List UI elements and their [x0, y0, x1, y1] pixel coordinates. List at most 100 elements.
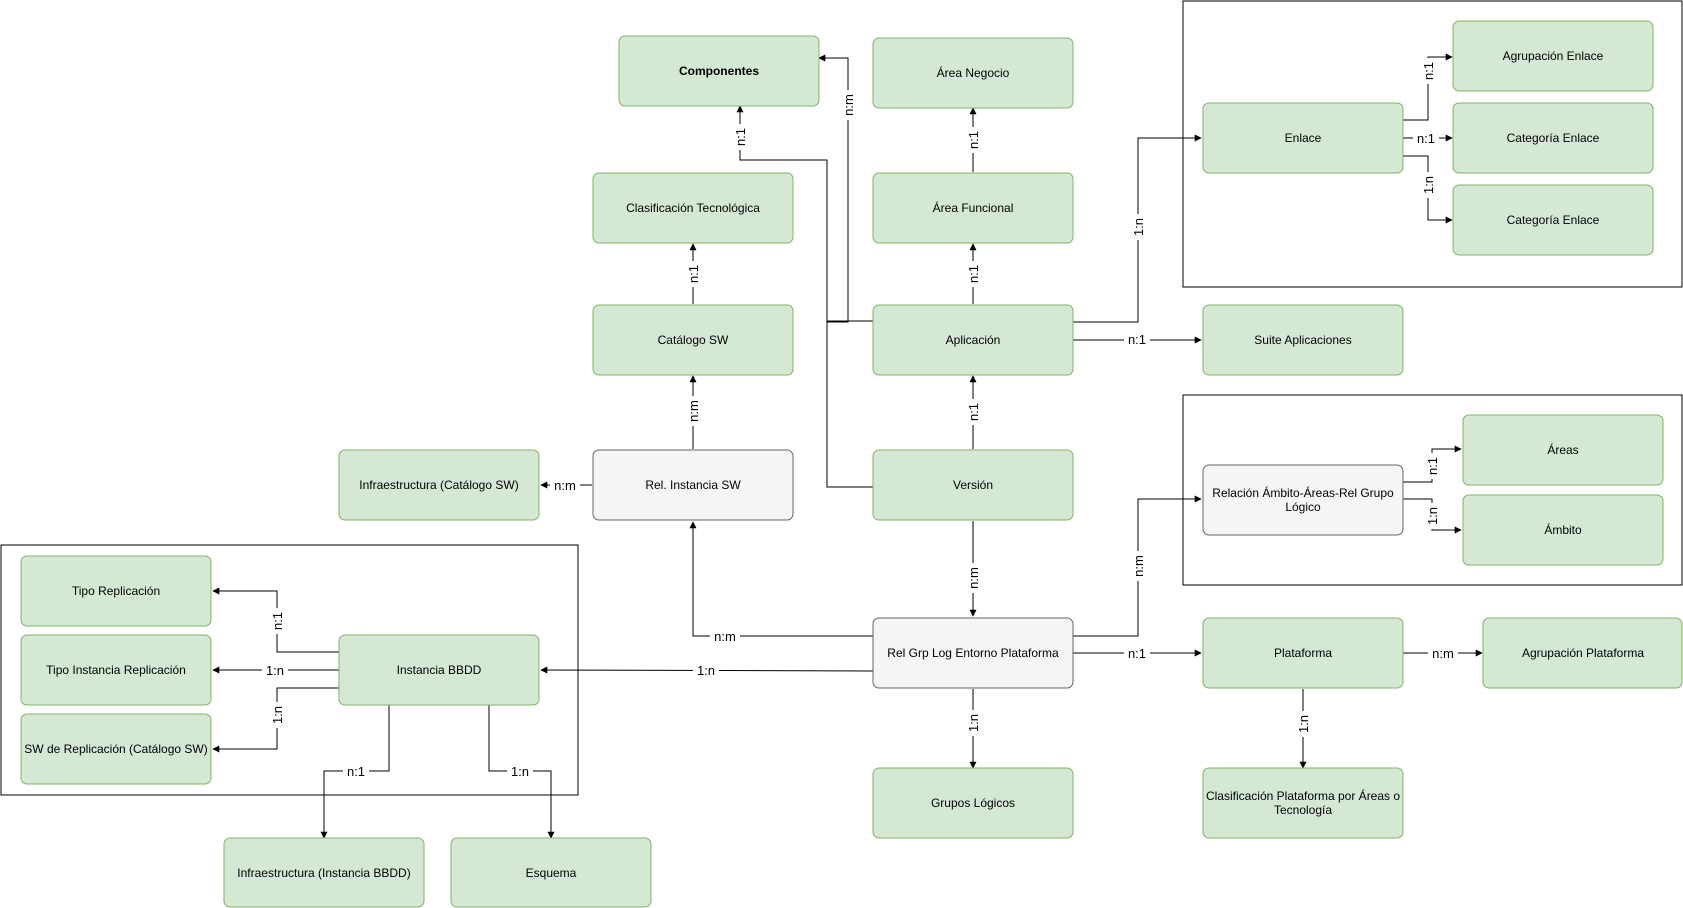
node-areas[interactable]: Áreas: [1462, 414, 1664, 486]
node-tipo-instancia-replicacion[interactable]: Tipo Instancia Replicación: [20, 634, 212, 706]
node-enlace[interactable]: Enlace: [1202, 102, 1404, 174]
label-aplicacion-areafuncional: n:1: [965, 261, 981, 287]
node-clasificacion-plataforma[interactable]: Clasificación Plataforma por Áreas o Tec…: [1202, 767, 1404, 839]
svg-text:Infraestructura (Catálogo SW): Infraestructura (Catálogo SW): [359, 478, 518, 492]
node-relacion-ambito-areas[interactable]: Relación Ámbito-Áreas-Rel Grupo Lógico: [1202, 464, 1404, 536]
svg-text:Tipo Replicación: Tipo Replicación: [72, 584, 160, 598]
svg-text:n:1: n:1: [270, 612, 285, 630]
node-agrupacion-enlace[interactable]: Agrupación Enlace: [1452, 20, 1654, 92]
svg-text:n:1: n:1: [1128, 646, 1146, 661]
label-relinst-infraestructura: n:m: [550, 477, 580, 493]
svg-text:n:1: n:1: [686, 265, 701, 283]
svg-text:Grupos Lógicos: Grupos Lógicos: [931, 796, 1015, 810]
node-agrupacion-plataforma[interactable]: Agrupación Plataforma: [1482, 617, 1683, 689]
svg-text:1:n: 1:n: [511, 764, 529, 779]
label-plataforma-agrupacion: n:m: [1428, 645, 1458, 661]
svg-text:Suite Aplicaciones: Suite Aplicaciones: [1254, 333, 1351, 347]
node-plataforma[interactable]: Plataforma: [1202, 617, 1404, 689]
label-instancia-tiporeplicacion: n:1: [269, 608, 285, 634]
node-version[interactable]: Versión: [872, 449, 1074, 521]
edge-enlace-agrupacion: [1403, 53, 1453, 121]
node-aplicacion[interactable]: Aplicación: [872, 304, 1074, 376]
svg-text:n:m: n:m: [841, 94, 856, 116]
svg-text:Plataforma: Plataforma: [1274, 646, 1332, 660]
node-grupos-logicos[interactable]: Grupos Lógicos: [872, 767, 1074, 839]
label-relgrp-plataforma: n:1: [1124, 645, 1150, 661]
svg-text:Área Negocio: Área Negocio: [937, 65, 1010, 80]
svg-text:n:m: n:m: [554, 478, 576, 493]
label-instancia-infraestructura: n:1: [343, 763, 369, 779]
label-relacion-areas: n:1: [1424, 453, 1440, 479]
node-suite-aplicaciones[interactable]: Suite Aplicaciones: [1202, 304, 1404, 376]
svg-text:Categoría Enlace: Categoría Enlace: [1507, 131, 1600, 145]
node-area-negocio[interactable]: Área Negocio: [872, 37, 1074, 109]
label-instancia-swreplicacion: 1:n: [269, 702, 285, 728]
svg-text:1:n: 1:n: [270, 706, 285, 724]
svg-text:Tipo Instancia Replicación: Tipo Instancia Replicación: [46, 663, 186, 677]
label-instancia-tipoinstancia: 1:n: [262, 662, 288, 678]
label-aplicacion-componentes: n:1: [732, 124, 748, 150]
node-infraestructura-catalogo-sw[interactable]: Infraestructura (Catálogo SW): [338, 449, 540, 521]
node-tipo-replicacion[interactable]: Tipo Replicación: [20, 555, 212, 627]
svg-text:Área Funcional: Área Funcional: [933, 200, 1014, 215]
svg-text:n:1: n:1: [347, 764, 365, 779]
svg-text:Enlace: Enlace: [1285, 131, 1322, 145]
label-plataforma-clasificacion: 1:n: [1295, 711, 1311, 737]
enlace-group-container: [1182, 0, 1683, 288]
svg-text:n:1: n:1: [1425, 457, 1440, 475]
label-enlace-agrupacion: n:1: [1420, 58, 1436, 84]
node-sw-replicacion[interactable]: SW de Replicación (Catálogo SW): [20, 713, 212, 785]
svg-text:Ámbito: Ámbito: [1544, 522, 1582, 537]
label-relgrp-instancia: 1:n: [693, 662, 719, 678]
node-rel-grp-log-entorno-plataforma[interactable]: Rel Grp Log Entorno Plataforma: [872, 617, 1074, 689]
svg-text:n:1: n:1: [966, 131, 981, 149]
svg-text:Agrupación Enlace: Agrupación Enlace: [1503, 49, 1604, 63]
svg-text:Clasificación Plataforma por Á: Clasificación Plataforma por Áreas o: [1206, 788, 1400, 803]
node-categoria-enlace-2[interactable]: Categoría Enlace: [1452, 184, 1654, 256]
node-infraestructura-instancia-bbdd[interactable]: Infraestructura (Instancia BBDD): [223, 837, 425, 908]
svg-text:Versión: Versión: [953, 478, 993, 492]
svg-text:1:n: 1:n: [1425, 507, 1440, 525]
svg-text:Relación Ámbito-Áreas-Rel Grup: Relación Ámbito-Áreas-Rel Grupo: [1212, 485, 1394, 500]
label-relacion-ambito: 1:n: [1424, 503, 1440, 529]
svg-text:1:n: 1:n: [697, 663, 715, 678]
label-version-relgrp: n:m: [965, 563, 981, 593]
label-instancia-esquema: 1:n: [507, 763, 533, 779]
node-ambito[interactable]: Ámbito: [1462, 494, 1664, 566]
label-version-componentes: n:m: [840, 90, 856, 120]
label-catalogo-clasificacion: n:1: [685, 261, 701, 287]
svg-text:Áreas: Áreas: [1547, 442, 1578, 457]
node-componentes[interactable]: Componentes: [618, 35, 820, 107]
node-instancia-bbdd[interactable]: Instancia BBDD: [338, 634, 540, 706]
svg-text:1:n: 1:n: [266, 663, 284, 678]
svg-text:Clasificación Tecnológica: Clasificación Tecnológica: [626, 201, 760, 215]
node-catalogo-sw[interactable]: Catálogo SW: [592, 304, 794, 376]
label-areafuncional-areanegocio: n:1: [965, 127, 981, 153]
svg-text:n:m: n:m: [1131, 555, 1146, 577]
svg-text:1:n: 1:n: [1296, 715, 1311, 733]
label-enlace-categoria1: n:1: [1413, 130, 1439, 146]
svg-text:n:m: n:m: [714, 629, 736, 644]
svg-text:SW de Replicación (Catálogo SW: SW de Replicación (Catálogo SW): [24, 742, 207, 756]
edge-relgrp-relinst: [689, 521, 873, 637]
label-enlace-categoria2: 1:n: [1420, 172, 1436, 198]
svg-text:Lógico: Lógico: [1285, 500, 1321, 514]
svg-text:Rel Grp Log Entorno Plataforma: Rel Grp Log Entorno Plataforma: [887, 646, 1059, 660]
label-aplicacion-enlace: 1:n: [1130, 214, 1146, 240]
svg-text:n:m: n:m: [1432, 646, 1454, 661]
label-relinst-catalogo: n:m: [685, 396, 701, 426]
svg-text:1:n: 1:n: [1421, 176, 1436, 194]
node-categoria-enlace-1[interactable]: Categoría Enlace: [1452, 102, 1654, 174]
svg-text:1:n: 1:n: [1131, 218, 1146, 236]
svg-text:Rel. Instancia SW: Rel. Instancia SW: [645, 478, 741, 492]
node-esquema[interactable]: Esquema: [450, 837, 652, 908]
label-version-aplicacion: n:1: [965, 399, 981, 425]
node-rel-instancia-sw[interactable]: Rel. Instancia SW: [592, 449, 794, 521]
svg-text:Tecnología: Tecnología: [1274, 803, 1332, 817]
svg-text:n:1: n:1: [966, 403, 981, 421]
node-clasificacion-tecnologica[interactable]: Clasificación Tecnológica: [592, 172, 794, 244]
node-area-funcional[interactable]: Área Funcional: [872, 172, 1074, 244]
svg-text:Aplicación: Aplicación: [946, 333, 1001, 347]
svg-text:n:1: n:1: [1128, 332, 1146, 347]
